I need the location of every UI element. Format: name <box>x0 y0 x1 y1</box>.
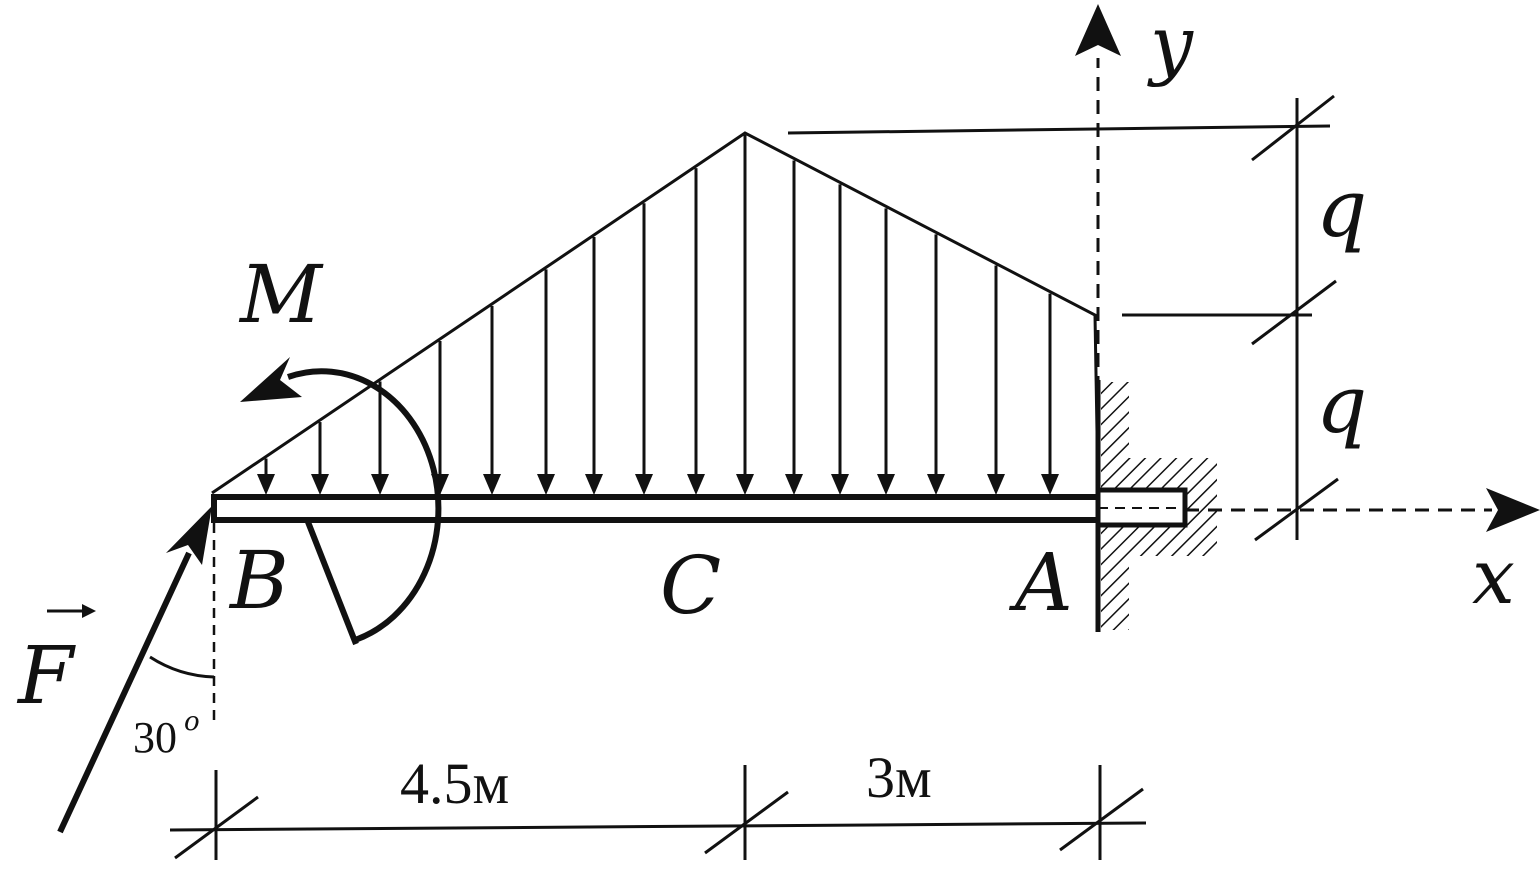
load-arrowhead-2 <box>311 474 329 495</box>
moment-m <box>240 357 442 646</box>
force-f-arrowhead <box>166 506 212 565</box>
angle-unit-label: o <box>184 707 200 737</box>
beam <box>211 494 1098 523</box>
span-dimension <box>169 765 1147 860</box>
vector-bar-arrowhead <box>82 604 96 618</box>
load-arrowhead-13 <box>877 474 895 495</box>
x-axis-arrowhead <box>1486 488 1540 532</box>
dimension-left-label: 4.5м <box>400 751 509 816</box>
load-arrowhead-14 <box>927 474 945 495</box>
load-arrowhead-1 <box>257 474 275 495</box>
angle-arc <box>149 655 215 679</box>
point-a-label: A <box>1008 536 1073 629</box>
force-label: F <box>16 629 76 722</box>
point-c-label: C <box>660 539 721 632</box>
y-axis-label: y <box>1147 0 1194 88</box>
load-arrowhead-10 <box>736 474 754 495</box>
load-arrowhead-16 <box>1041 474 1059 495</box>
moment-label: M <box>238 248 324 341</box>
distributed-load-arrows <box>257 135 1059 495</box>
angle-label: 30 <box>133 713 177 762</box>
load-dimension <box>787 94 1339 542</box>
x-axis-label: x <box>1472 532 1515 621</box>
moment-arrowhead <box>240 357 302 402</box>
distributed-load-outline <box>211 131 1100 495</box>
load-arrowhead-5 <box>483 474 501 495</box>
load-arrowhead-15 <box>987 474 1005 495</box>
load-arrowhead-6 <box>537 474 555 495</box>
load-arrowhead-3 <box>371 474 389 495</box>
load-q-lower-label: q <box>1316 358 1367 451</box>
point-b-label: B <box>228 534 289 627</box>
x-axis <box>1185 488 1540 532</box>
load-arrowhead-9 <box>687 474 705 495</box>
load-arrowhead-7 <box>585 474 603 495</box>
load-arrowhead-8 <box>635 474 653 495</box>
y-axis-arrowhead <box>1075 4 1121 56</box>
fixed-support-wall <box>1095 380 1217 632</box>
dimension-right-label: 3м <box>866 745 932 810</box>
load-q-upper-label: q <box>1316 162 1367 255</box>
load-arrowhead-11 <box>785 474 803 495</box>
force-f <box>47 506 216 834</box>
load-arrowhead-12 <box>831 474 849 495</box>
